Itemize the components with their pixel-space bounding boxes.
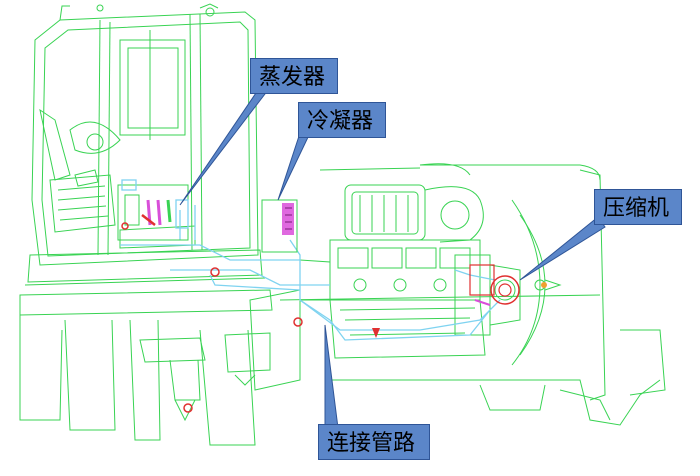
condenser-label: 冷凝器 bbox=[298, 102, 386, 138]
condenser-component bbox=[261, 199, 298, 253]
evaporator-label: 蒸发器 bbox=[250, 58, 338, 94]
compressor-label: 压缩机 bbox=[594, 189, 682, 225]
engine-outline bbox=[329, 163, 562, 366]
cab-outline bbox=[19, 3, 273, 316]
evaporator-component bbox=[117, 179, 189, 241]
piping-label: 连接管路 bbox=[318, 424, 430, 460]
chassis-outline bbox=[19, 164, 666, 446]
compressor-component bbox=[469, 264, 520, 306]
callout-pointers bbox=[179, 89, 606, 429]
piping-lines bbox=[120, 205, 501, 341]
pipe-fittings bbox=[183, 267, 547, 413]
